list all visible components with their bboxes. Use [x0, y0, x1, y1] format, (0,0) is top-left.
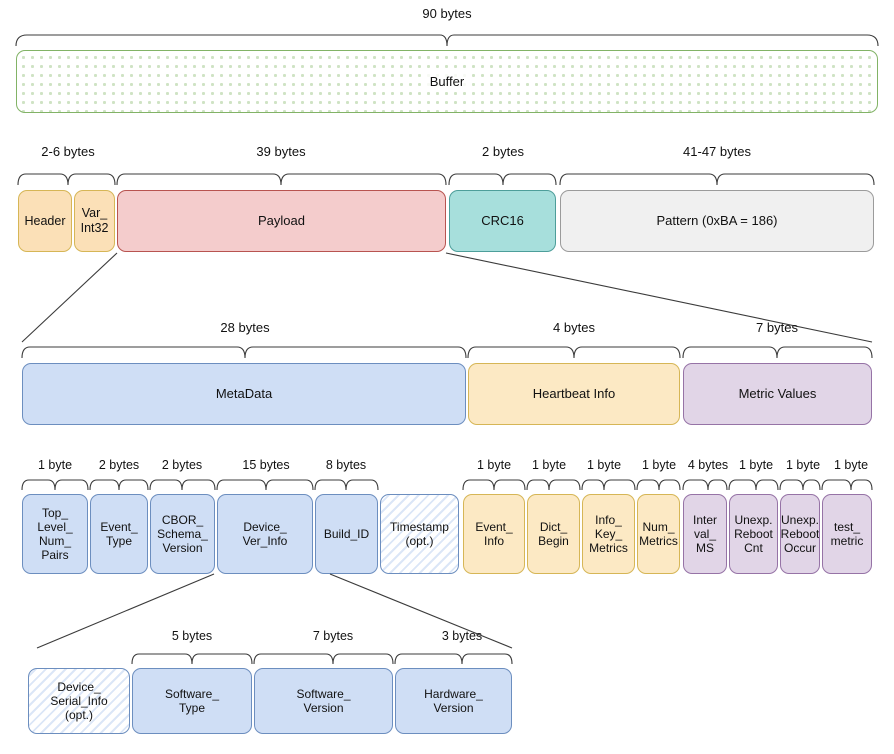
- size-label-f12: 1 byte: [833, 458, 869, 472]
- size-label-f11: 1 byte: [785, 458, 821, 472]
- field-test-metric: test_ metric: [822, 494, 872, 574]
- size-label-7-bytes-swver: 7 bytes: [312, 629, 354, 643]
- size-label-f8: 1 byte: [641, 458, 677, 472]
- size-label-f9: 4 bytes: [687, 458, 729, 472]
- size-label-f6: 1 byte: [531, 458, 567, 472]
- size-label-f7: 1 byte: [586, 458, 622, 472]
- metric-values-box: Metric Values: [683, 363, 872, 425]
- size-label-2-6-bytes: 2-6 bytes: [41, 144, 95, 159]
- size-label-39-bytes: 39 bytes: [256, 144, 306, 159]
- brace-row-frame: [17, 173, 875, 186]
- size-label-7-bytes: 7 bytes: [756, 320, 798, 335]
- field-top-level-num-pairs: Top_ Level_ Num_ Pairs: [22, 494, 88, 574]
- size-label-f10: 1 byte: [738, 458, 774, 472]
- field-cbor-schema-version: CBOR_ Schema_ Version: [150, 494, 215, 574]
- brace-row-fields: [21, 479, 873, 491]
- field-device-ver-info: Device_ Ver_Info: [217, 494, 313, 574]
- connector-device-ver-info-to-detail: [36, 573, 513, 649]
- field-info-key-metrics: Info_ Key_ Metrics: [582, 494, 635, 574]
- brace-buffer: [15, 34, 879, 47]
- pattern-box: Pattern (0xBA = 186): [560, 190, 874, 252]
- field-event-type: Event_ Type: [90, 494, 148, 574]
- detail-software-version: Software_ Version: [254, 668, 393, 734]
- size-label-3-bytes: 3 bytes: [441, 629, 483, 643]
- field-timestamp: Timestamp (opt.): [380, 494, 459, 574]
- size-label-f2: 2 bytes: [161, 458, 203, 472]
- var-int32-box: Var_ Int32: [74, 190, 115, 252]
- detail-device-serial-info: Device_ Serial_Info (opt.): [28, 668, 130, 734]
- detail-hardware-version: Hardware_ Version: [395, 668, 512, 734]
- size-label-f1: 2 bytes: [98, 458, 140, 472]
- size-label-2-bytes-crc: 2 bytes: [482, 144, 524, 159]
- field-dict-begin: Dict_ Begin: [527, 494, 580, 574]
- heartbeat-info-box: Heartbeat Info: [468, 363, 680, 425]
- detail-software-type: Software_ Type: [132, 668, 252, 734]
- size-label-5-bytes: 5 bytes: [171, 629, 213, 643]
- size-label-90-bytes: 90 bytes: [422, 6, 472, 21]
- size-label-f5: 1 byte: [476, 458, 512, 472]
- field-build-id: Build_ID: [315, 494, 378, 574]
- size-label-4-bytes: 4 bytes: [553, 320, 595, 335]
- size-label-28-bytes: 28 bytes: [220, 320, 270, 335]
- crc16-box: CRC16: [449, 190, 556, 252]
- field-unexp-reboot-occur: Unexp. Reboot Occur: [780, 494, 820, 574]
- payload-box: Payload: [117, 190, 446, 252]
- size-label-f0: 1 byte: [37, 458, 73, 472]
- field-unexp-reboot-cnt: Unexp. Reboot Cnt: [729, 494, 778, 574]
- field-event-info: Event_ Info: [463, 494, 525, 574]
- metadata-box: MetaData: [22, 363, 466, 425]
- field-num-metrics: Num_ Metrics: [637, 494, 680, 574]
- header-box: Header: [18, 190, 72, 252]
- size-label-f3: 15 bytes: [242, 458, 290, 472]
- size-label-f4: 8 bytes: [325, 458, 367, 472]
- field-interval-ms: Inter val_ MS: [683, 494, 727, 574]
- connector-payload-to-metadata: [21, 252, 873, 343]
- brace-row-payload: [21, 346, 873, 359]
- buffer-label: Buffer: [426, 73, 468, 90]
- buffer-box: Buffer: [16, 50, 878, 113]
- size-label-41-47-bytes: 41-47 bytes: [683, 144, 751, 159]
- brace-row-devver: [131, 653, 513, 665]
